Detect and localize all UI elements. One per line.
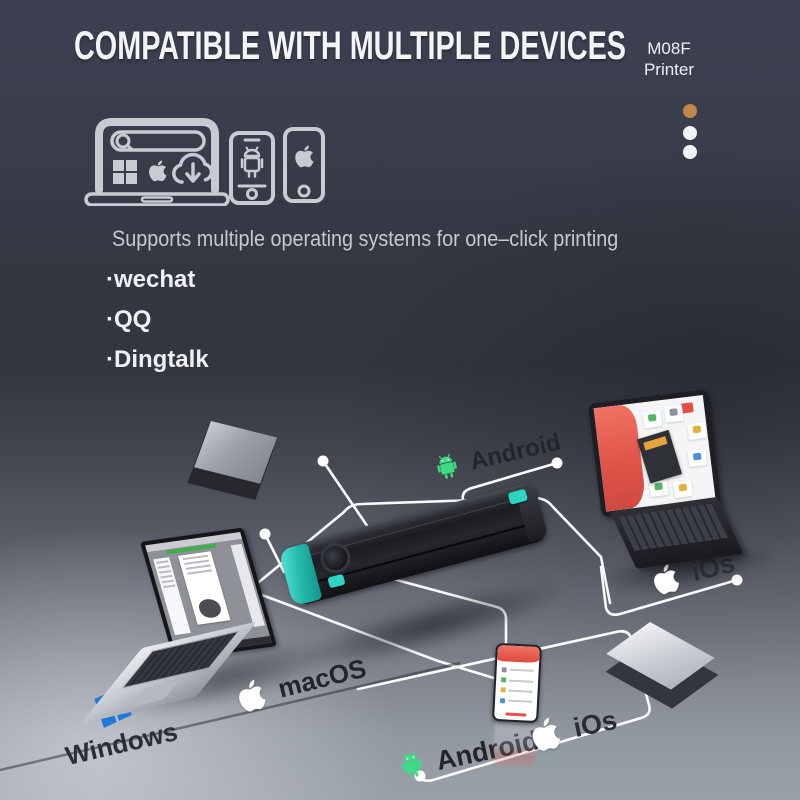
white-dot bbox=[683, 126, 697, 140]
smartphone-reflection bbox=[492, 716, 538, 768]
laptop-outline-icon bbox=[84, 118, 230, 206]
label-ios-bottom: iOs bbox=[521, 699, 621, 760]
smartphone-screen bbox=[494, 644, 540, 722]
subtitle: Supports multiple operating systems for … bbox=[112, 226, 619, 251]
label-android-bottom: Android bbox=[392, 723, 541, 787]
android-robot-icon bbox=[401, 751, 423, 778]
smartphone bbox=[491, 642, 543, 724]
white-dot bbox=[683, 145, 697, 159]
model-name: M08F bbox=[647, 39, 691, 58]
app-item-dingtalk: ·Dingtalk bbox=[106, 346, 209, 373]
apple-logo-icon bbox=[532, 717, 561, 751]
page-title: COMPATIBLE WITH MULTIPLE DEVICES bbox=[74, 24, 626, 68]
model-type: Printer bbox=[643, 60, 695, 79]
label-ios-top: iOs bbox=[643, 544, 739, 603]
label-macos: macOS bbox=[227, 648, 370, 720]
tablet-screen bbox=[588, 389, 721, 518]
cloud-download-icon bbox=[172, 152, 214, 184]
apple-logo-icon bbox=[295, 145, 314, 168]
apple-logo-icon bbox=[654, 563, 680, 595]
app-item-qq: ·QQ bbox=[106, 306, 152, 333]
supported-apps-list: ·wechat ·QQ ·Dingtalk bbox=[106, 260, 209, 380]
android-robot-icon bbox=[437, 453, 457, 479]
search-bar-icon bbox=[110, 130, 206, 152]
android-robot-icon bbox=[240, 146, 264, 178]
floor-edge-line bbox=[0, 661, 461, 772]
printer-power-button bbox=[327, 573, 346, 589]
android-phone-icon bbox=[229, 131, 275, 205]
apple-logo-icon bbox=[239, 679, 266, 712]
label-android-top: Android bbox=[428, 427, 564, 488]
app-item-wechat: ·wechat bbox=[106, 266, 196, 293]
search-icon bbox=[115, 133, 131, 149]
tablet-display bbox=[593, 394, 716, 512]
orange-dot bbox=[683, 104, 697, 118]
windows-logo-icon bbox=[113, 160, 137, 184]
label-text: iOs bbox=[570, 704, 620, 743]
iphone-icon bbox=[283, 127, 325, 203]
apple-logo-icon bbox=[149, 160, 167, 182]
model-badge: M08F Printer bbox=[632, 38, 706, 80]
